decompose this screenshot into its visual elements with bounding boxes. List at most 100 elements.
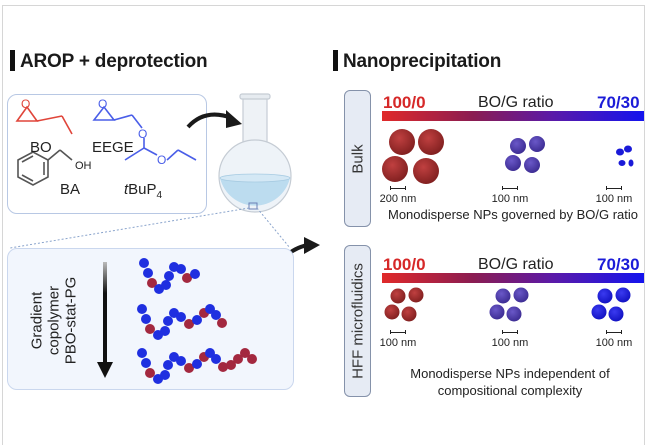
- polymer-label-line-2: copolymer: [45, 285, 63, 356]
- hff-np-purple: [489, 287, 529, 322]
- svg-text:O: O: [157, 153, 166, 167]
- zoom-guide-right: [256, 207, 291, 249]
- hff-scale-3: 100 nm: [584, 330, 644, 349]
- bead-butylene-oxide: [145, 324, 155, 334]
- bead-glycerol: [190, 269, 200, 279]
- gradient-down-arrow-icon: [97, 262, 113, 378]
- bead-glycerol: [176, 312, 186, 322]
- bead-butylene-oxide: [217, 318, 227, 328]
- bead-glycerol: [141, 314, 151, 324]
- label-oh: OH: [75, 160, 92, 172]
- bulk-caption: Monodisperse NPs governed by BO/G ratio: [387, 207, 638, 222]
- polymer-chain-3: [137, 348, 257, 384]
- bead-butylene-oxide: [247, 354, 257, 364]
- svg-text:O: O: [98, 97, 107, 111]
- heading-bar: [10, 50, 15, 71]
- hff-scale-3-label: 100 nm: [595, 337, 633, 349]
- hff-nanoparticles: [384, 287, 631, 322]
- bead-glycerol: [141, 358, 151, 368]
- bead-glycerol: [211, 354, 221, 364]
- bead-butylene-oxide: [145, 368, 155, 378]
- hff-scale-1-label: 100 nm: [379, 337, 417, 349]
- bead-butylene-oxide: [226, 360, 236, 370]
- scale-bar-icon: [502, 330, 518, 334]
- arrow-to-flask-icon: [186, 110, 242, 129]
- bead-glycerol: [192, 359, 202, 369]
- bead-butylene-oxide: [182, 273, 192, 283]
- bulk-tab: Bulk: [344, 90, 371, 227]
- bead-glycerol: [176, 356, 186, 366]
- bead-glycerol: [137, 348, 147, 358]
- bulk-ratio-title: BO/G ratio: [478, 94, 554, 111]
- bulk-ratio-left: 100/0: [383, 93, 426, 112]
- bulk-np-irregular-blue: [616, 145, 634, 167]
- bead-glycerol: [192, 315, 202, 325]
- bulk-ratio-right: 70/30: [597, 93, 640, 112]
- bead-glycerol: [164, 271, 174, 281]
- hff-ratio-gradient-bar: [382, 273, 644, 283]
- polymer-chain-1: [139, 258, 200, 294]
- bulk-scale-2-label: 100 nm: [491, 193, 529, 205]
- bulk-np-medium-purple: [505, 136, 545, 173]
- bead-glycerol: [143, 268, 153, 278]
- bead-glycerol: [160, 326, 170, 336]
- svg-text:O: O: [138, 127, 147, 141]
- bead-glycerol: [161, 280, 171, 290]
- eege-structure: O O O: [92, 97, 197, 167]
- hff-ratio-right: 70/30: [597, 255, 640, 274]
- svg-text:O: O: [21, 97, 30, 111]
- bead-glycerol: [211, 310, 221, 320]
- hff-np-red: [384, 287, 424, 322]
- polymer-chains: [137, 258, 257, 384]
- bulk-scale-3: 100 nm: [584, 186, 644, 205]
- label-tbup4-t: t: [124, 181, 129, 198]
- hff-caption-line-1: Monodisperse NPs independent of: [410, 366, 610, 381]
- hff-ratio-left: 100/0: [383, 255, 426, 274]
- hff-microfluidics-tab: HFF microfluidics: [344, 245, 371, 397]
- scale-bar-icon: [606, 330, 622, 334]
- bo-structure: O: [15, 97, 73, 135]
- bulk-nanoparticles: [382, 129, 634, 184]
- polymer-label-line-1: Gradient: [28, 291, 46, 350]
- bead-glycerol: [163, 360, 173, 370]
- hff-caption: Monodisperse NPs independent of composit…: [380, 365, 640, 399]
- bead-glycerol: [176, 264, 186, 274]
- scale-bar-icon: [390, 330, 406, 334]
- bulk-tab-label: Bulk: [349, 143, 366, 174]
- label-bo: BO: [30, 139, 52, 156]
- bead-glycerol: [163, 316, 173, 326]
- label-ba: BA: [60, 181, 81, 198]
- bead-butylene-oxide: [147, 278, 157, 288]
- hff-scale-1: 100 nm: [368, 330, 428, 349]
- flask-icon: [218, 93, 292, 213]
- polymer-label-line-3: PBO-stat-PG: [62, 276, 80, 365]
- bulk-scale-3-label: 100 nm: [595, 193, 633, 205]
- label-tbup4-sub: 4: [156, 190, 163, 201]
- hff-np-blue: [591, 287, 631, 322]
- bead-butylene-oxide: [184, 319, 194, 329]
- label-tbup4-main: BuP: [128, 181, 157, 198]
- scale-bar-icon: [502, 186, 518, 190]
- label-eege: EEGE: [92, 139, 134, 156]
- hff-scale-2: 100 nm: [480, 330, 540, 349]
- bead-glycerol: [137, 304, 147, 314]
- hff-scale-2-label: 100 nm: [491, 337, 529, 349]
- hff-tab-label: HFF microfluidics: [349, 263, 366, 379]
- bulk-scale-1-label: 200 nm: [379, 193, 417, 205]
- scale-bar-icon: [390, 186, 406, 190]
- hff-caption-line-2: compositional complexity: [437, 383, 583, 398]
- polymer-chain-2: [137, 304, 227, 340]
- zoom-guide-left: [9, 207, 250, 249]
- bead-butylene-oxide: [218, 362, 228, 372]
- hff-ratio-title: BO/G ratio: [478, 256, 554, 273]
- nanoprecipitation-heading-text: Nanoprecipitation: [343, 51, 502, 72]
- bulk-ratio-gradient-bar: [382, 111, 644, 121]
- bead-butylene-oxide: [240, 348, 250, 358]
- arop-heading-text: AROP + deprotection: [20, 51, 208, 72]
- arop-heading: AROP + deprotection: [10, 50, 208, 73]
- bulk-scale-2: 100 nm: [480, 186, 540, 205]
- heading-bar: [333, 50, 338, 71]
- scale-bar-icon: [606, 186, 622, 190]
- label-tbup4: tBuP4: [124, 181, 162, 201]
